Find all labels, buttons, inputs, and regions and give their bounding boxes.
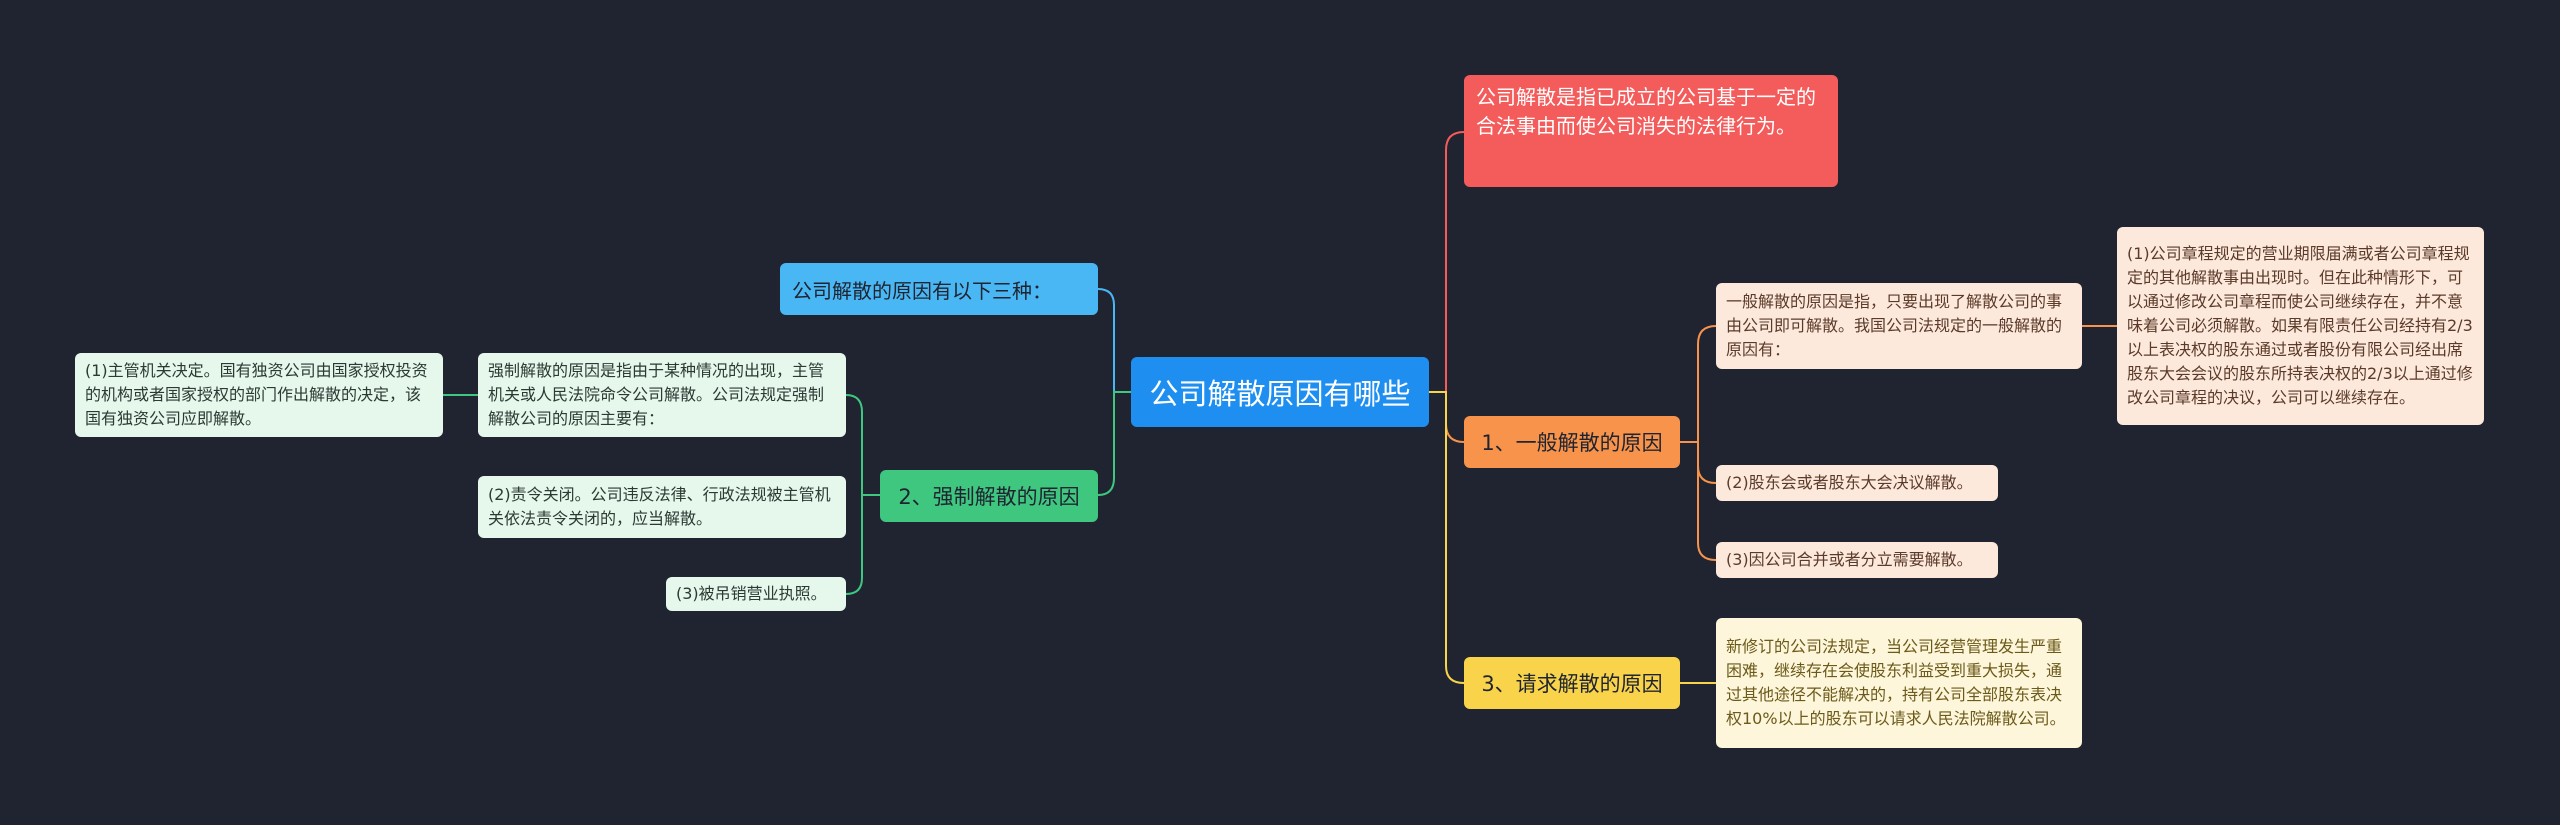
request-desc-node[interactable]: 新修订的公司法规定，当公司经营管理发生严重困难，继续存在会使股东利益受到重大损失… <box>1716 618 2082 748</box>
request-desc-text: 新修订的公司法规定，当公司经营管理发生严重困难，继续存在会使股东利益受到重大损失… <box>1726 637 2066 728</box>
forced-item2-text: (2)责令关闭。公司违反法律、行政法规被主管机关依法责令关闭的，应当解散。 <box>488 485 831 528</box>
link-forced-desc <box>845 394 880 496</box>
general-item3-node[interactable]: (3)因公司合并或者分立需要解散。 <box>1716 542 1998 578</box>
general-item2-node[interactable]: (2)股东会或者股东大会决议解散。 <box>1716 465 1998 501</box>
link-root-definition <box>1429 131 1465 393</box>
general-desc-text: 一般解散的原因是指，只要出现了解散公司的事由公司即可解散。我国公司法规定的一般解… <box>1726 292 2063 359</box>
link-general-desc <box>1680 325 1717 443</box>
link-forced-item3 <box>845 494 880 595</box>
general-item2-text: (2)股东会或者股东大会决议解散。 <box>1726 473 1973 492</box>
definition-text: 公司解散是指已成立的公司基于一定的合法事由而使公司消失的法律行为。 <box>1476 85 1816 138</box>
forced-item3-node[interactable]: (3)被吊销营业执照。 <box>666 577 846 611</box>
forced-desc-text: 强制解散的原因是指由于某种情况的出现，主管机关或人民法院命令公司解散。公司法规定… <box>488 361 825 428</box>
root-topic-label: 公司解散原因有哪些 <box>1149 377 1411 411</box>
root-topic[interactable]: 公司解散原因有哪些 <box>1131 357 1429 427</box>
request-branch-label: 3、请求解散的原因 <box>1481 672 1663 696</box>
forced-item3-text: (3)被吊销营业执照。 <box>676 584 827 603</box>
link-root-intro <box>1097 288 1131 393</box>
forced-branch-node[interactable]: 2、强制解散的原因 <box>880 470 1098 522</box>
forced-item1-text: (1)主管机关决定。国有独资公司由国家授权投资的机构或者国家授权的部门作出解散的… <box>85 361 428 428</box>
forced-branch-label: 2、强制解散的原因 <box>898 485 1080 509</box>
general-branch-label: 1、一般解散的原因 <box>1481 431 1663 455</box>
intro-node[interactable]: 公司解散的原因有以下三种： <box>780 263 1098 315</box>
general-item1-text: (1)公司章程规定的营业期限届满或者公司章程规定的其他解散事由出现时。但在此种情… <box>2127 244 2473 407</box>
general-item1-node[interactable]: (1)公司章程规定的营业期限届满或者公司章程规定的其他解散事由出现时。但在此种情… <box>2117 227 2484 425</box>
link-root-forced <box>1097 391 1131 496</box>
forced-desc-node[interactable]: 强制解散的原因是指由于某种情况的出现，主管机关或人民法院命令公司解散。公司法规定… <box>478 353 846 437</box>
link-general-item3 <box>1680 441 1717 561</box>
definition-node[interactable]: 公司解散是指已成立的公司基于一定的合法事由而使公司消失的法律行为。 <box>1464 75 1838 187</box>
general-desc-node[interactable]: 一般解散的原因是指，只要出现了解散公司的事由公司即可解散。我国公司法规定的一般解… <box>1716 283 2082 369</box>
link-forced-item2 <box>861 494 880 507</box>
intro-text: 公司解散的原因有以下三种： <box>792 278 1052 303</box>
general-branch-node[interactable]: 1、一般解散的原因 <box>1464 416 1680 468</box>
forced-item1-node[interactable]: (1)主管机关决定。国有独资公司由国家授权投资的机构或者国家授权的部门作出解散的… <box>75 353 443 437</box>
general-item3-text: (3)因公司合并或者分立需要解散。 <box>1726 550 1973 569</box>
request-branch-node[interactable]: 3、请求解散的原因 <box>1464 657 1680 709</box>
forced-item2-node[interactable]: (2)责令关闭。公司违反法律、行政法规被主管机关依法责令关闭的，应当解散。 <box>478 476 846 538</box>
link-root-request <box>1429 391 1465 684</box>
